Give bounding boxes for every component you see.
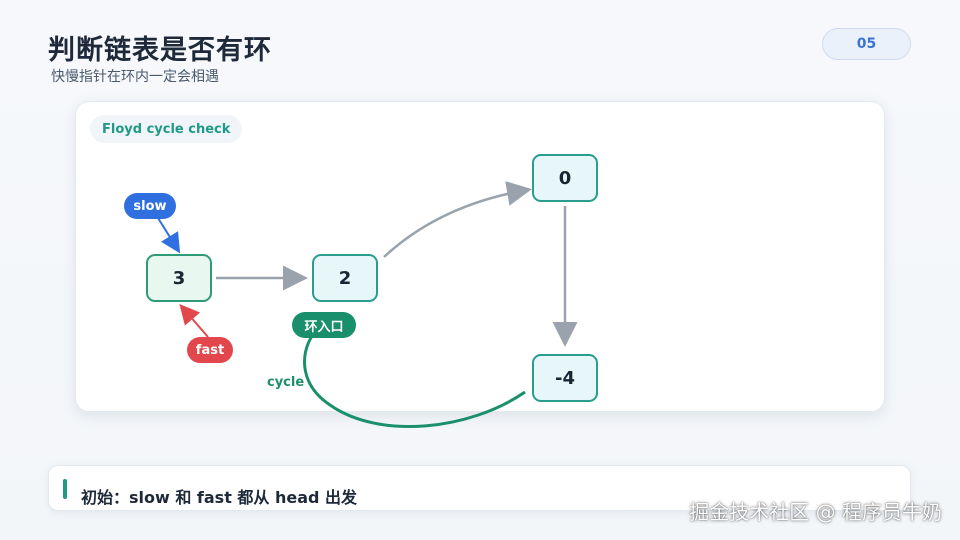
slow-pointer-label: slow <box>124 193 176 219</box>
slow-pointer-arrow <box>157 217 181 254</box>
list-node-2: 2 <box>312 254 378 302</box>
list-node-0: 0 <box>532 154 598 202</box>
step-description-text: 初始：slow 和 fast 都从 head 出发 <box>81 488 358 507</box>
diagram-tag: Floyd cycle check <box>90 115 243 143</box>
slide-title: 判断链表是否有环 <box>48 35 272 66</box>
edge-2-to-0 <box>383 181 532 258</box>
page-number-badge: 05 <box>822 28 911 60</box>
list-node-3: 3 <box>146 254 212 302</box>
step-accent-bar <box>63 479 67 499</box>
cycle-entry-label: 环入口 <box>292 312 356 338</box>
step-description-bar <box>48 465 911 511</box>
cycle-edge-label: cycle <box>267 375 305 390</box>
fast-pointer-arrow <box>179 303 209 338</box>
slide-subtitle: 快慢指针在环内一定会相遇 <box>51 69 219 85</box>
edge-cycle-neg4-to-2 <box>303 335 526 428</box>
watermark-text: 掘金技术社区 @ 程序员牛奶 <box>689 500 942 524</box>
fast-pointer-label: fast <box>187 337 233 363</box>
list-node-neg4: -4 <box>532 354 598 402</box>
